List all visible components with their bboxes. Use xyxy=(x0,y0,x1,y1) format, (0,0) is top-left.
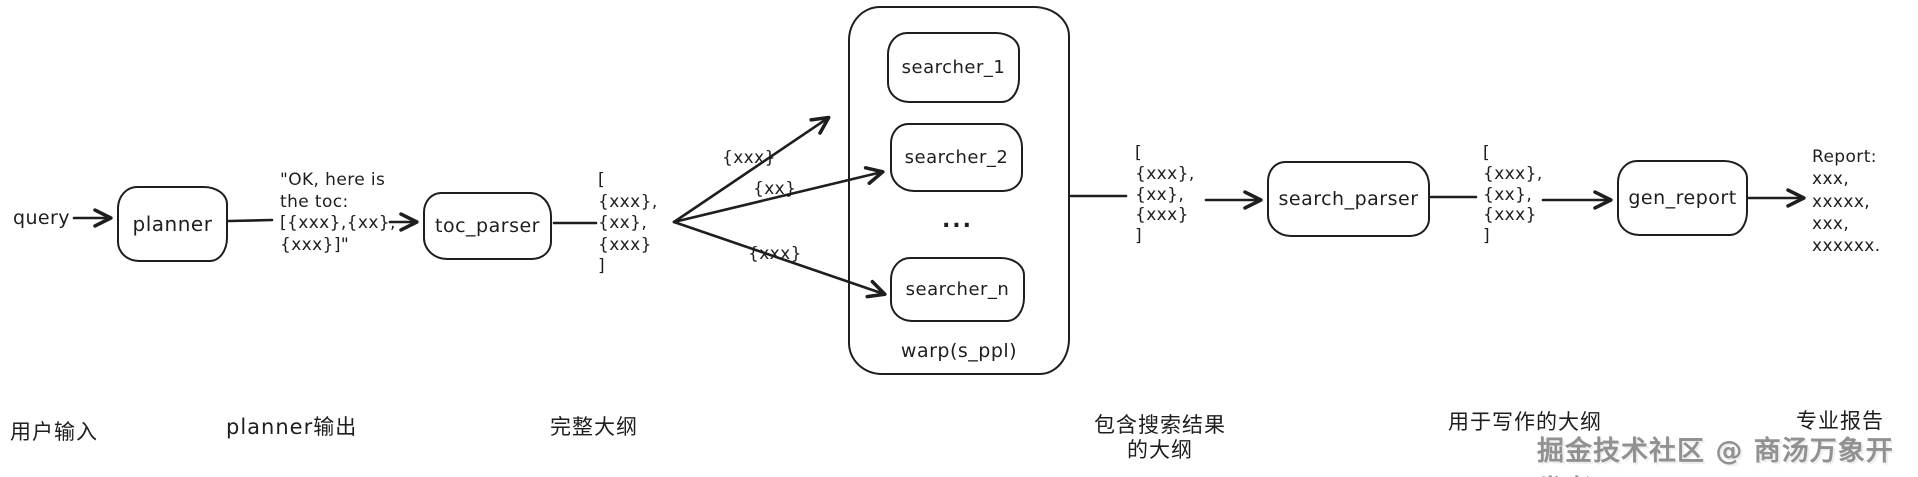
caption-outline-for-writing: 用于写作的大纲 xyxy=(1448,410,1602,434)
toc-parser-node-label: toc_parser xyxy=(435,215,540,237)
toc-list-text: [ {xxx}, {xx}, {xxx} ] xyxy=(598,170,658,276)
caption-user-input: 用户输入 xyxy=(10,420,98,444)
query-input-label: query xyxy=(13,207,70,229)
fanout-label-top: {xxx} xyxy=(722,148,776,168)
searcher-1-node: searcher_1 xyxy=(887,32,1020,103)
searcher-1-node-label: searcher_1 xyxy=(901,57,1006,78)
search-parser-node: search_parser xyxy=(1267,161,1430,237)
arrow-fanout-to-searcher-2 xyxy=(672,166,885,224)
caption-planner-output: planner输出 xyxy=(226,415,358,439)
community-watermark: 掘金技术社区 @ 商汤万象开发者 xyxy=(1537,436,1894,477)
planner-output-text: "OK, here is the toc: [{xxx},{xx}, {xxx}… xyxy=(280,170,396,255)
writing-list-text: [ {xxx}, {xx}, {xxx} ] xyxy=(1483,143,1543,247)
searchers-ellipsis: ... xyxy=(941,208,974,233)
searcher-n-node: searcher_n xyxy=(890,257,1025,322)
gen-report-node: gen_report xyxy=(1617,160,1748,236)
arrow-fanout-to-searcher-1 xyxy=(672,115,831,224)
searcher-n-node-label: searcher_n xyxy=(905,279,1010,300)
search-parser-node-label: search_parser xyxy=(1278,188,1419,210)
fanout-label-bottom: {xxx} xyxy=(748,244,802,264)
warp-group-label: warp(s_ppl) xyxy=(900,340,1018,362)
caption-professional-report: 专业报告 xyxy=(1796,409,1884,433)
line-planner-to-output xyxy=(227,218,274,223)
searcher-2-node-label: searcher_2 xyxy=(904,147,1009,168)
gen-report-node-label: gen_report xyxy=(1628,187,1737,209)
caption-full-outline: 完整大纲 xyxy=(550,415,638,439)
report-output-text: Report: xxx, xxxxx, xxx, xxxxxx. xyxy=(1812,147,1881,257)
planner-node: planner xyxy=(117,186,228,262)
toc-parser-node: toc_parser xyxy=(423,192,552,260)
searcher-2-node: searcher_2 xyxy=(890,123,1023,192)
warp-group-box xyxy=(848,6,1070,375)
caption-outline-with-results: 包含搜索结果 的大纲 xyxy=(1094,413,1226,462)
search-results-list-text: [ {xxx}, {xx}, {xxx} ] xyxy=(1135,143,1195,247)
fanout-label-mid: {xx} xyxy=(753,179,797,199)
planner-node-label: planner xyxy=(132,212,213,236)
